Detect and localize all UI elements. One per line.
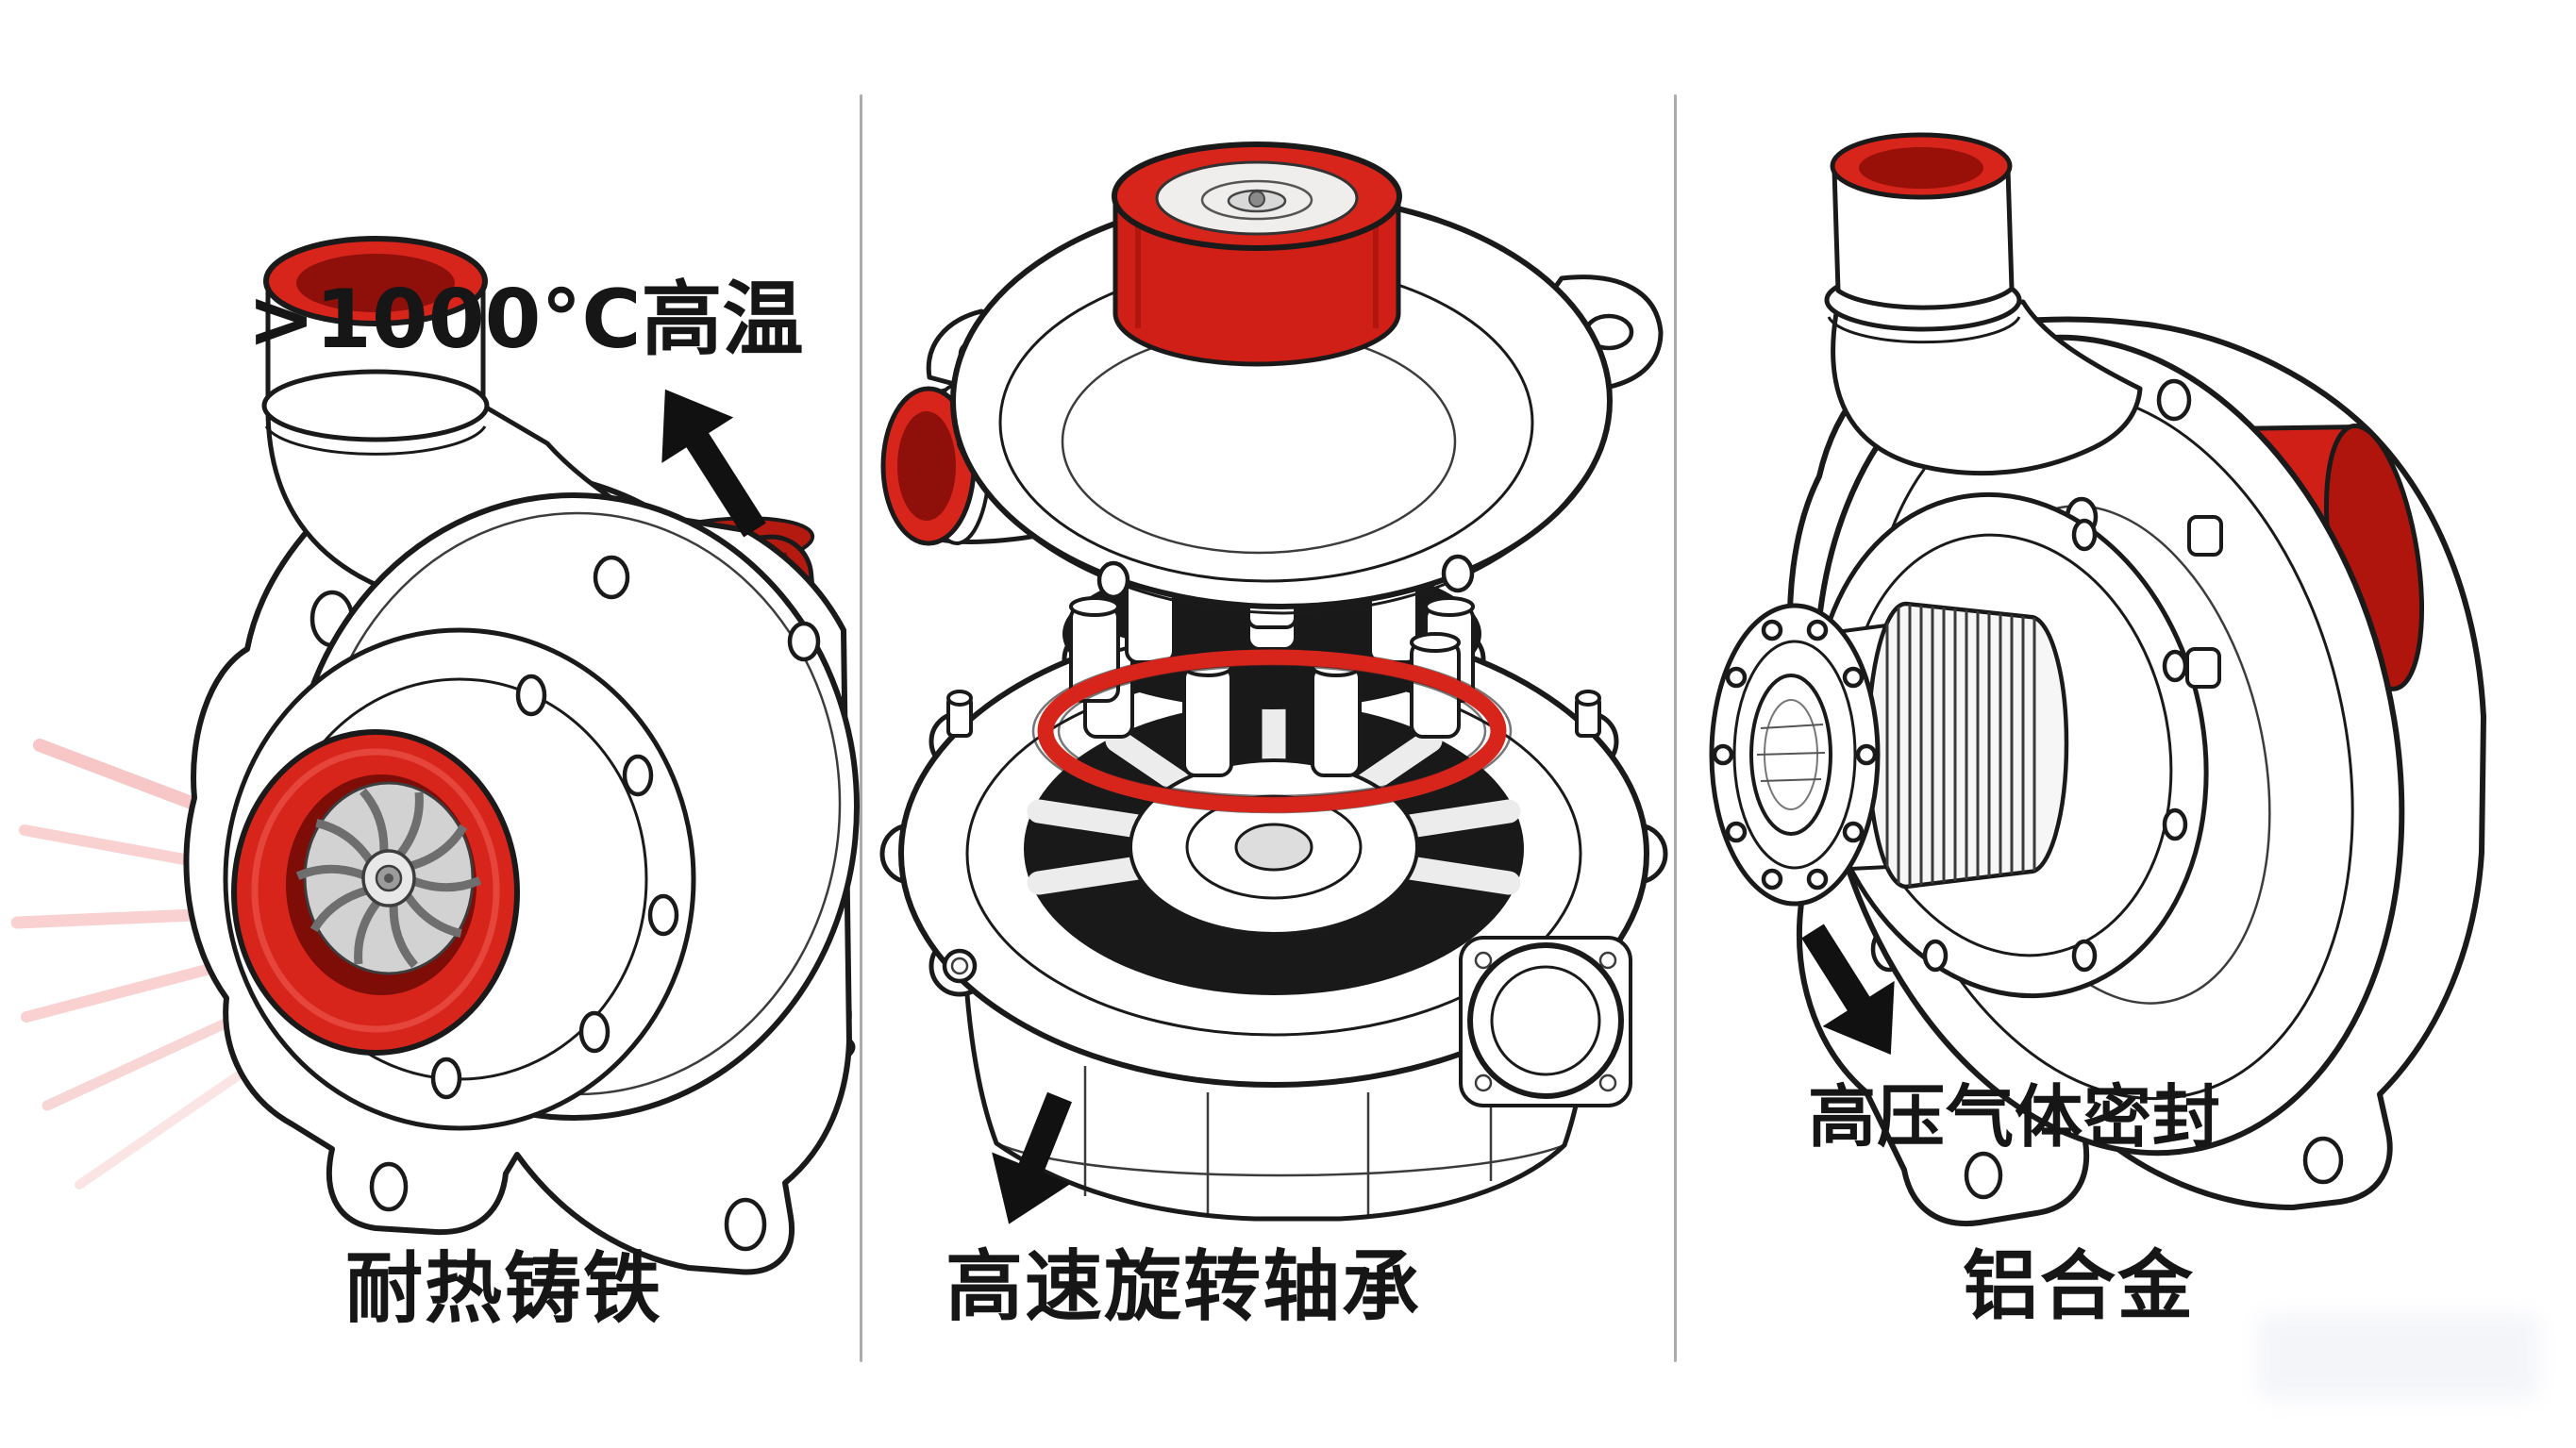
seal-o-ring [1031, 648, 1513, 814]
top-inlet-cylinder [1112, 141, 1402, 367]
upper-scroll-housing [880, 141, 1664, 615]
lower-casing [879, 607, 1668, 1222]
callout-high-temperature: >1000°C高温 [247, 273, 804, 367]
front-flange-disc [1709, 603, 1881, 907]
panel-divider [860, 94, 862, 1362]
faded-watermark [2257, 1313, 2540, 1400]
bolt-head [787, 621, 821, 662]
drum-tab [2185, 647, 2221, 689]
side-port [1459, 936, 1632, 1107]
intake-elbow [1824, 132, 2143, 476]
drum-tab [2187, 515, 2223, 557]
turbine-inlet [231, 729, 520, 1056]
bolt-head [593, 555, 630, 600]
arrow-up-left-icon [661, 389, 766, 538]
turbo-middle-illustration [879, 141, 1668, 1222]
turbo-left-illustration [10, 236, 860, 1275]
caption-aluminum-alloy: 铝合金 [1963, 1242, 2195, 1330]
turbo-right-illustration [1709, 132, 2486, 1226]
callout-high-pressure-gas-seal: 高压气体密封 [1808, 1077, 2222, 1157]
impeller [295, 781, 482, 975]
callout-arrows [661, 389, 1895, 1224]
bolt-hole [724, 1197, 767, 1252]
gear-spline [1865, 601, 2069, 890]
spline-coupling [1709, 491, 2223, 999]
arrow-down-right-icon [1801, 924, 1895, 1056]
arrow-down-left-icon [992, 1091, 1072, 1224]
caption-heat-resistant-cast-iron: 耐热铸铁 [345, 1244, 663, 1334]
panel-divider [1674, 94, 1677, 1362]
bolt-hole [369, 1161, 409, 1212]
caption-high-speed-bearing: 高速旋转轴承 [945, 1242, 1422, 1332]
